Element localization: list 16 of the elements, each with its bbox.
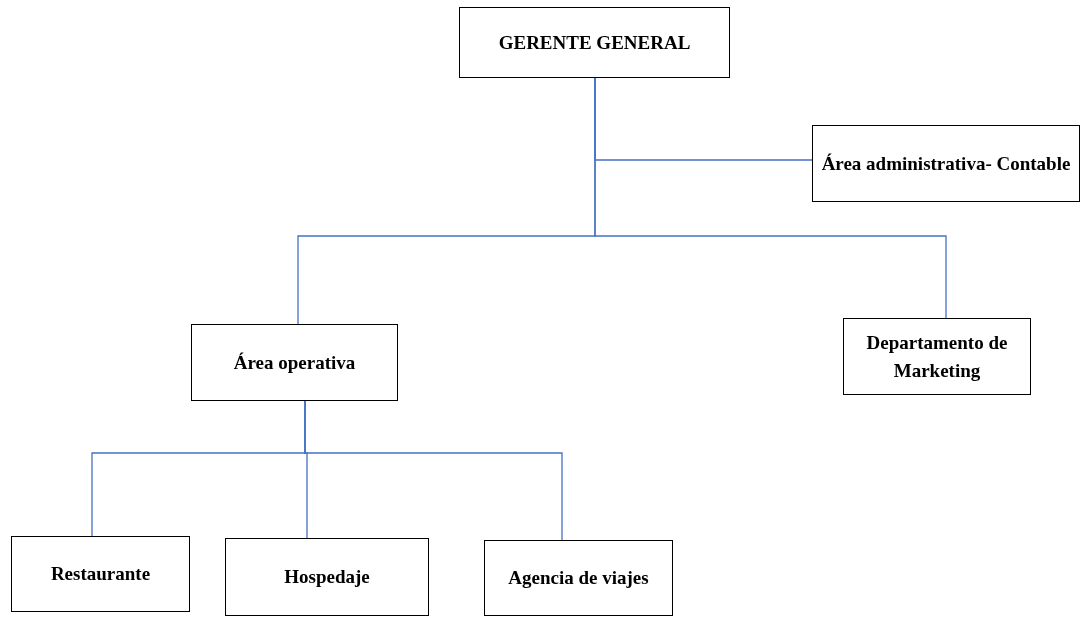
box-label: Restaurante <box>50 562 151 586</box>
org-box <box>843 318 1031 395</box>
box-label: Área administrativa- Contable <box>821 151 1071 176</box>
org-box <box>11 536 190 612</box>
box-label: Departamento de Marketing <box>865 330 1009 383</box>
org-box <box>225 538 429 616</box>
box-label: GERENTE GENERAL <box>498 30 691 55</box>
org-box <box>812 125 1080 202</box>
box-label: Hospedaje <box>284 565 370 589</box>
org-box <box>191 324 398 401</box>
org-box <box>484 540 673 616</box>
connector-line <box>304 400 563 541</box>
box-label: Agencia de viajes <box>508 566 649 590</box>
org-box <box>459 7 730 78</box>
connector-line <box>594 77 947 319</box>
box-label: Área operativa <box>233 350 356 375</box>
